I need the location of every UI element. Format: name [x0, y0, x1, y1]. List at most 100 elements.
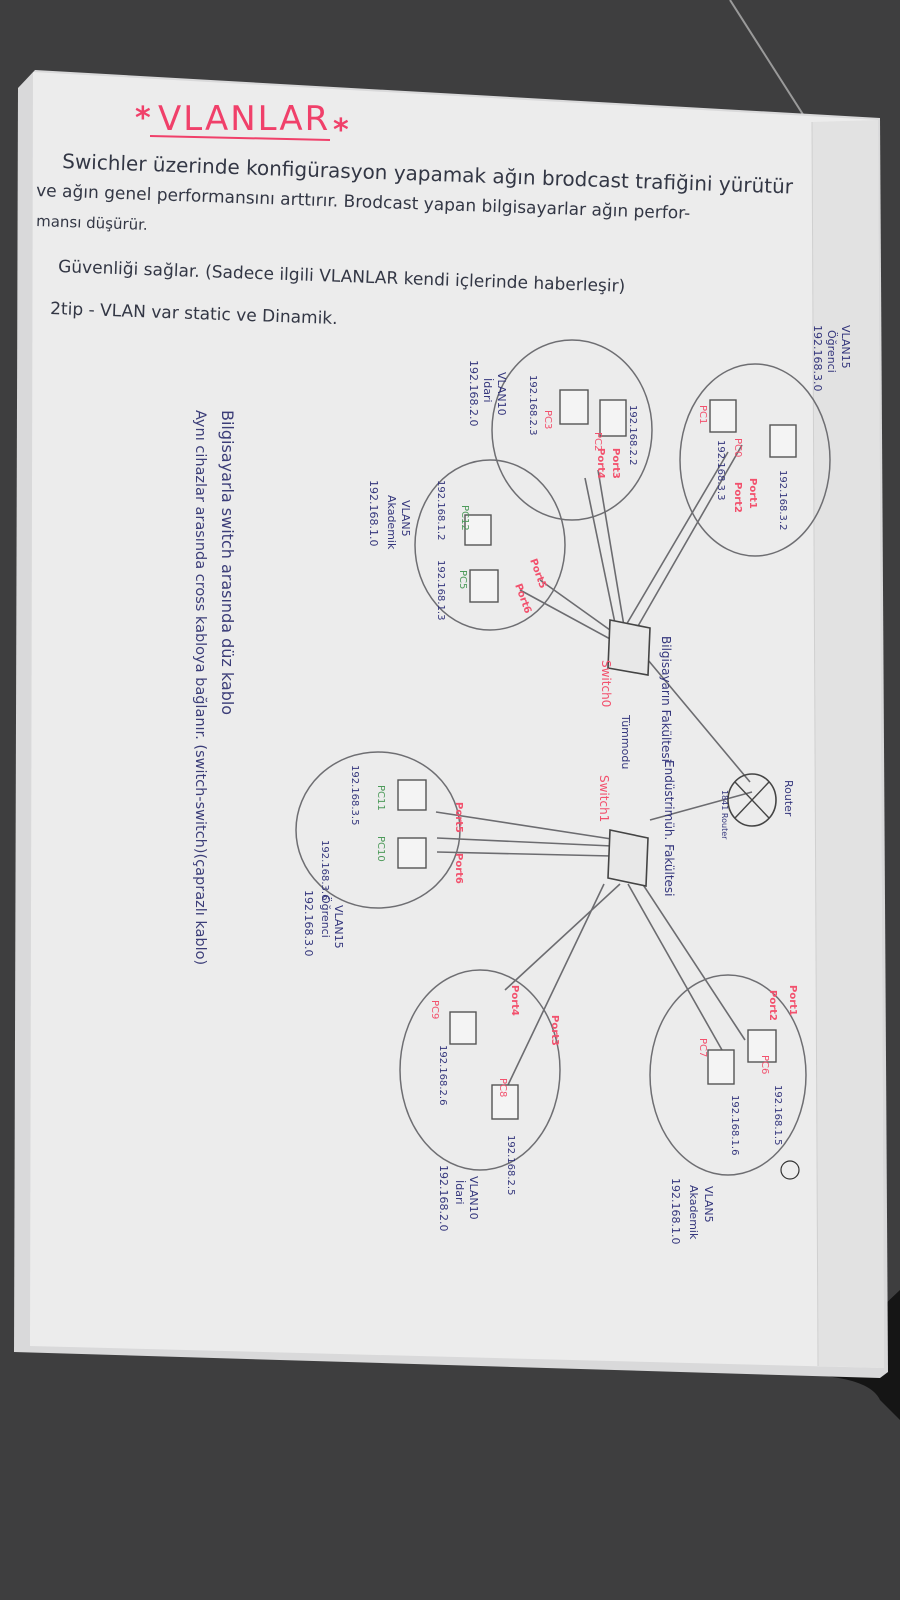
right-vlan15-dept: Öğrenci [319, 895, 332, 938]
router-label: Router [782, 780, 795, 817]
pc0-left-icon [769, 424, 797, 458]
pc0-port: Port1 [747, 478, 758, 509]
right-building-labels: Endüstrimüh. Fakültesi Tümmodu Switch1 [597, 714, 676, 897]
paper-fold [812, 120, 884, 1368]
router-model: 1841 Router [720, 790, 729, 840]
right-hint: Tümmodu [619, 714, 632, 769]
pc8-ip: 192.168.2.5 [505, 1135, 516, 1195]
footnote-2: Aynı cihazlar arasında cross kabloya bağ… [192, 410, 208, 965]
title-star-left: * [135, 101, 151, 136]
pc3-left-icon [559, 389, 589, 425]
vlan10-right-circle [399, 969, 561, 1171]
left-vlan5-name: VLAN5 [399, 500, 412, 537]
left-vlan10-net: 192.168.2.0 [467, 360, 480, 426]
right-vlan5-name: VLAN5 [702, 1186, 715, 1223]
right-vlan10-dept: İdari [453, 1180, 466, 1205]
pc7-right-icon [707, 1049, 735, 1085]
vlan15-left-circle [679, 363, 831, 557]
left-vlan5-labels: VLAN5 Akademik 192.168.1.0 192.168.1.2 1… [367, 480, 446, 620]
pc10-right-icon [397, 837, 427, 869]
pc2-left-icon [599, 399, 627, 437]
right-building-name: Endüstrimüh. Fakültesi [662, 760, 676, 897]
left-vlan15-name: VLAN15 [839, 325, 852, 369]
pc7-label: PC7 [697, 1038, 708, 1057]
title-star-right: * [333, 113, 349, 148]
circled-mark [780, 1160, 800, 1180]
right-switch-name: Switch1 [597, 775, 611, 822]
left-vlan15-labels: VLAN15 Öğrenci 192.168.3.0 192.168.3.2 1… [715, 325, 852, 530]
vlan5-right-circle [649, 974, 807, 1176]
right-vlan15-net: 192.168.3.0 [302, 890, 315, 956]
page-title: VLANLAR [158, 99, 330, 139]
left-vlan15-net: 192.168.3.0 [811, 325, 824, 391]
right-vlan10-name: VLAN10 [467, 1176, 480, 1220]
pc0-label: PC0 [732, 438, 743, 457]
pc11-right-icon [397, 779, 427, 811]
left-vlan10-dept: İdari [481, 378, 494, 403]
footnotes: Bilgisayarla switch arasında düz kablo A… [192, 410, 237, 965]
pc5-left-icon [469, 569, 499, 603]
vlan15-right-circle [295, 751, 461, 909]
pc1-ip: 192.168.3.3 [715, 440, 726, 500]
left-vlan5-net: 192.168.1.0 [367, 480, 380, 546]
switch1-icon [607, 829, 649, 887]
left-vlan10-pc-labels: PC2 PC3 Port3 Port4 [542, 410, 621, 479]
switch0-icon [607, 619, 651, 676]
pc7-ip: 192.168.1.6 [729, 1095, 740, 1155]
pc11-label: PC11 [375, 785, 386, 811]
left-vlan10-labels: VLAN10 İdari 192.168.2.0 192.168.2.2 192… [467, 360, 638, 465]
router-labels: Router 1841 Router [720, 780, 795, 840]
pc10-ip: 192.168.3.6 [319, 840, 330, 900]
pc9-ip: 192.168.2.6 [437, 1045, 448, 1105]
pc9-right-icon [449, 1011, 477, 1045]
note-line-3: mansı düşürür. [36, 212, 148, 234]
router-icon [727, 773, 777, 827]
right-cables [435, 791, 753, 1086]
pc5-label: PC5 [457, 570, 468, 589]
pc3-port: Port4 [595, 448, 606, 479]
pc12-ip: 192.168.1.2 [435, 480, 446, 540]
right-vlan10-pc-labels: PC8 PC9 Port3 Port4 [429, 985, 560, 1097]
title-underline [149, 135, 331, 141]
left-vlan15-dept: Öğrenci [825, 330, 838, 373]
right-vlan5-pc-labels: PC6 PC7 Port1 Port2 [697, 985, 798, 1074]
pc3-ip: 192.168.2.3 [527, 375, 538, 435]
pc10-port: Port6 [453, 853, 464, 884]
pc9-label: PC9 [429, 1000, 440, 1019]
pc9-port: Port4 [509, 985, 520, 1016]
pc6-right-icon [747, 1029, 777, 1063]
pc3-label: PC3 [542, 410, 553, 429]
paper-sheet [30, 72, 884, 1368]
pc0-ip: 192.168.3.2 [777, 470, 788, 530]
pc8-port: Port3 [549, 1015, 560, 1046]
left-switch-name: Switch0 [599, 660, 613, 707]
pc8-label: PC8 [497, 1078, 508, 1097]
pc1-label: PC1 [697, 405, 708, 424]
left-vlan5-dept: Akademik [385, 495, 398, 550]
left-vlan10-name: VLAN10 [495, 372, 508, 416]
pc1-port: Port2 [732, 482, 743, 513]
right-vlan15-pc-labels: PC11 PC10 Port5 Port6 [375, 785, 464, 884]
pc11-ip: 192.168.3.5 [349, 765, 360, 825]
pc6-label: PC6 [759, 1055, 770, 1074]
fold-line [811, 121, 819, 1367]
right-vlan10-net: 192.168.2.0 [437, 1165, 450, 1231]
pc10-label: PC10 [375, 836, 386, 862]
pc7-port: Port2 [767, 990, 778, 1021]
left-vlan15-pc-labels: PC0 PC1 Port1 Port2 [697, 405, 758, 513]
right-vlan15-labels: VLAN15 Öğrenci 192.168.3.0 192.168.3.5 1… [302, 765, 360, 956]
right-vlan5-dept: Akademik [687, 1185, 700, 1240]
pc6-port: Port1 [787, 985, 798, 1016]
left-cables [519, 444, 751, 783]
pc2-port: Port3 [610, 448, 621, 479]
left-building-name: Bilgisayarın Fakültesi [659, 636, 673, 762]
pc1-left-icon [709, 399, 737, 433]
pc8-right-icon [491, 1084, 519, 1120]
pc12-label: PC12 [459, 505, 470, 531]
pc12-left-icon [464, 514, 492, 546]
network-diagram: VLAN15 Öğrenci 192.168.3.0 192.168.3.2 1… [192, 325, 852, 1244]
left-building-labels: Bilgisayarın Fakültesi Switch0 [599, 636, 673, 762]
right-vlan15-name: VLAN15 [332, 905, 345, 949]
right-vlan10-labels: VLAN10 İdari 192.168.2.0 192.168.2.5 192… [437, 1045, 516, 1231]
right-vlan5-labels: VLAN5 Akademik 192.168.1.0 192.168.1.5 1… [669, 1085, 783, 1244]
